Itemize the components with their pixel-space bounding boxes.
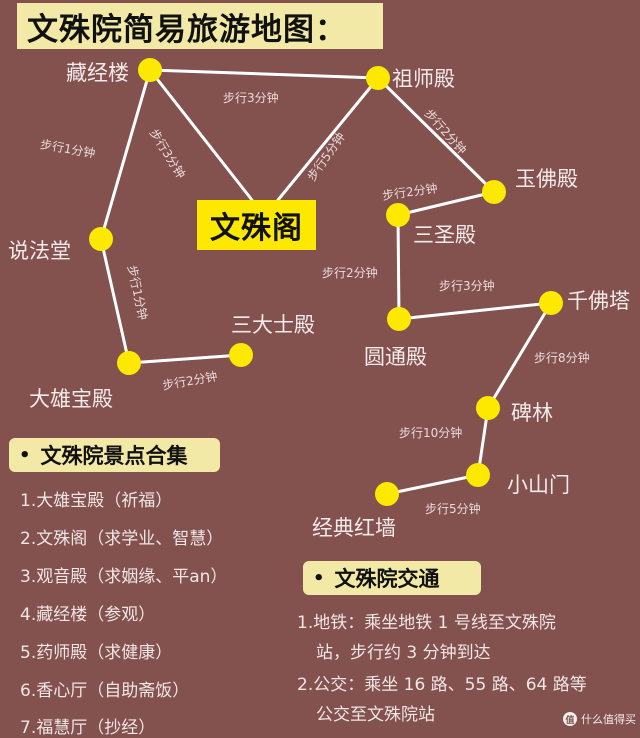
walk-label: 步行3分钟: [439, 279, 495, 293]
node-label-xiaoshanmen: 小山门: [507, 473, 570, 497]
attractions-heading-text: 文殊院景点合集: [40, 444, 188, 468]
watermark: 值 什么值得买: [563, 711, 636, 727]
node-dot-daxiongbaodian: [117, 351, 141, 375]
attraction-item: 5.药师殿（求健康）: [20, 643, 173, 663]
transport-line: 站，步行约 3 分钟到达: [316, 643, 491, 663]
edge-shuofatang-daxiongbaodian: [99, 237, 131, 365]
edge-yuantongdian-qianfota: [397, 301, 553, 321]
node-label-cangjinglou: 藏经楼: [66, 61, 129, 85]
attraction-item: 4.藏经楼（参观）: [20, 605, 156, 625]
attraction-item: 3.观音殿（求姻缘、平an）: [20, 567, 228, 587]
walk-label: 步行10分钟: [399, 426, 463, 440]
node-dot-jingdianhongqiang: [375, 482, 399, 506]
walk-label: 步行3分钟: [223, 91, 279, 105]
attraction-item: 6.香心厅（自助斋饭）: [20, 681, 190, 701]
edge-daxiongbaodian-sandashidian: [127, 353, 243, 365]
node-dot-xiaoshanmen: [466, 463, 490, 487]
edge-zushidian-yufodian: [376, 76, 496, 194]
node-dot-sandashidian: [229, 343, 253, 367]
node-label-shuofatang: 说法堂: [8, 239, 71, 263]
watermark-text: 什么值得买: [581, 713, 636, 726]
node-label-beilin: 碑林: [511, 401, 553, 425]
bullet-icon: •: [313, 567, 325, 589]
map-title: 文殊院简易旅游地图：: [17, 3, 383, 49]
edge-xiaoshanmen-jingdianhongqiang: [385, 473, 480, 496]
transport-line: 2.公交：乘坐 16 路、55 路、64 路等: [297, 675, 587, 695]
edge-cangjinglou-shuofatang: [99, 68, 152, 241]
edge-zushidian-wenshuge: [276, 76, 380, 202]
node-dot-shuofatang: [89, 227, 113, 251]
node-label-sanshengdian: 三圣殿: [413, 223, 476, 247]
center-node-wenshuge: 文殊阁: [197, 200, 316, 250]
walk-label: 步行5分钟: [425, 502, 481, 516]
edge-cangjinglou-zushidian: [148, 68, 380, 80]
node-label-jingdianhongqiang: 经典红墙: [312, 516, 396, 540]
node-dot-sanshengdian: [386, 203, 410, 227]
transport-line: 公交至文殊院站: [316, 705, 435, 725]
bullet-icon: •: [19, 444, 31, 466]
smzdm-logo-icon: 值: [563, 712, 577, 726]
transport-line: 1.地铁：乘坐地铁 1 号线至文殊院: [297, 613, 556, 633]
node-dot-zushidian: [366, 66, 390, 90]
node-label-zushidian: 祖师殿: [392, 67, 455, 91]
attraction-item: 7.福慧厅（抄经）: [20, 718, 156, 738]
node-label-daxiongbaodian: 大雄宝殿: [29, 387, 113, 411]
node-label-yufodian: 玉佛殿: [515, 167, 578, 191]
walk-label: 步行2分钟: [322, 266, 378, 280]
edge-cangjinglou-wenshuge: [148, 68, 254, 202]
edge-sanshengdian-yuantongdian: [396, 213, 401, 321]
attraction-item: 1.大雄宝殿（祈福）: [20, 491, 173, 511]
attraction-item: 2.文殊阁（求学业、智慧）: [20, 529, 224, 549]
transport-heading-text: 文殊院交通: [334, 567, 440, 591]
node-dot-yufodian: [482, 180, 506, 204]
node-label-qianfota: 千佛塔: [567, 289, 630, 313]
node-dot-qianfota: [539, 291, 563, 315]
node-dot-cangjinglou: [138, 58, 162, 82]
edge-qianfota-beilin: [486, 301, 553, 410]
edge-yufodian-sanshengdian: [396, 190, 496, 217]
node-dot-beilin: [476, 396, 500, 420]
node-label-yuantongdian: 圆通殿: [364, 345, 427, 369]
transport-heading: • 文殊院交通: [303, 561, 481, 595]
attractions-heading: • 文殊院景点合集: [9, 438, 220, 472]
walk-label: 步行8分钟: [534, 351, 590, 365]
node-dot-yuantongdian: [387, 307, 411, 331]
node-label-sandashidian: 三大士殿: [231, 313, 315, 337]
